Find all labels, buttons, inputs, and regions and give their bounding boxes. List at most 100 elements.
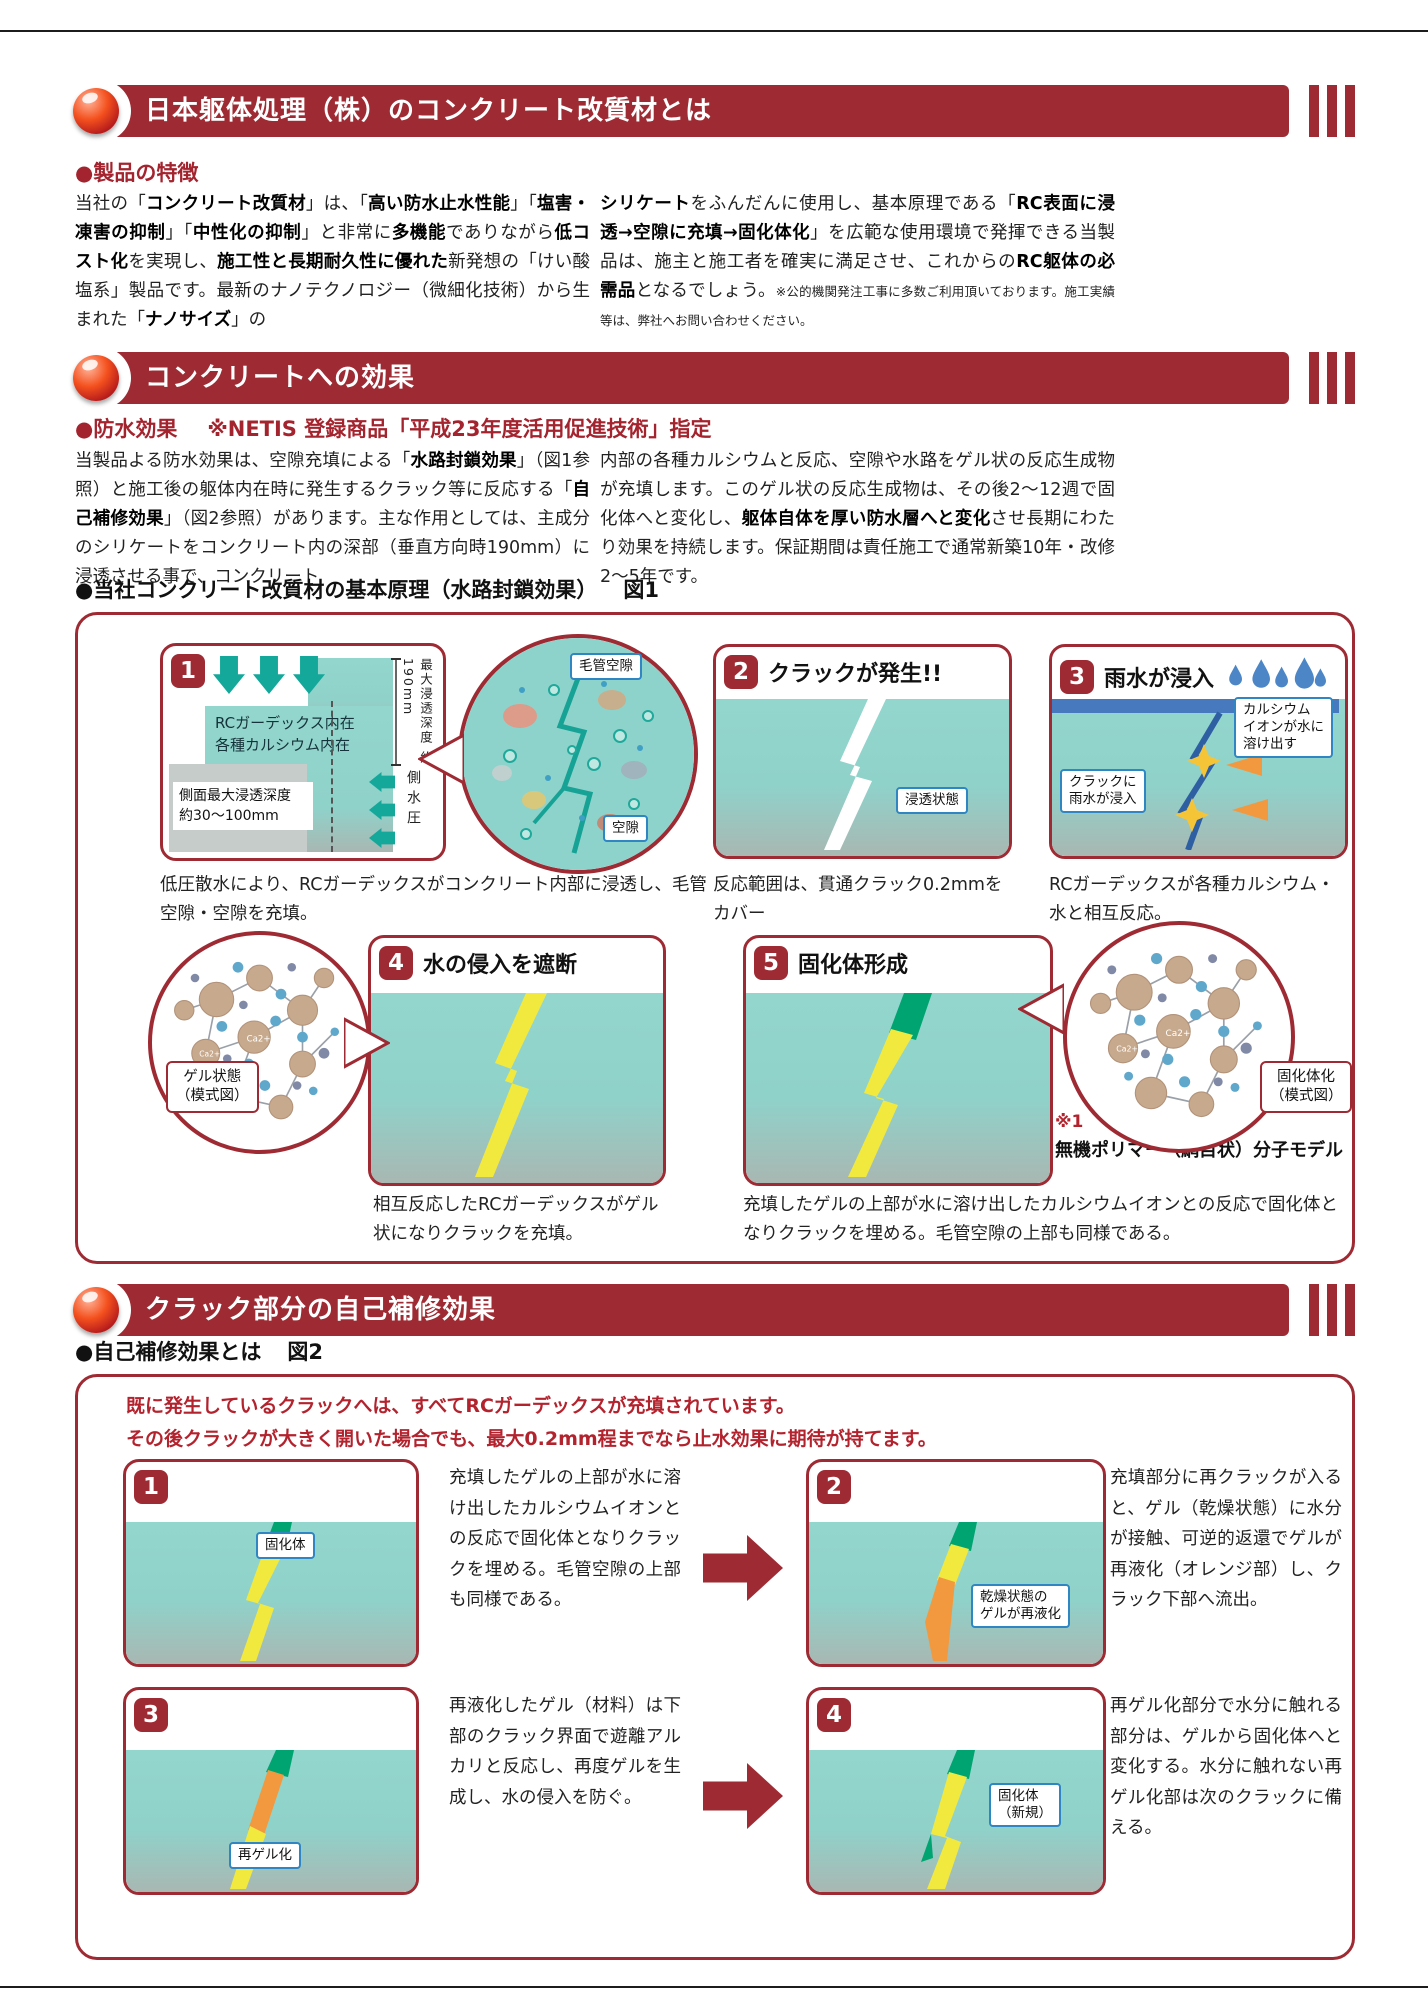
fig1-caption-5: 充填したゲルの上部が水に溶け出したカルシウムイオンとの反応で固化体となりクラック…	[743, 1195, 1338, 1244]
void-label: 空隙	[603, 815, 648, 842]
step-badge: 3	[134, 1698, 168, 1732]
side-depth-label: 側面最大浸透深度 約30〜100mm	[173, 782, 313, 830]
rain-enter-label: クラックに 雨水が浸入	[1060, 769, 1146, 813]
stripe-decoration	[1327, 85, 1337, 137]
fig1-caption-3: RCガーデックスが各種カルシウム・水と相互反応。	[1049, 875, 1335, 924]
new-solid-label: 固化体 （新規）	[989, 1783, 1061, 1827]
features-heading: ●製品の特徴	[75, 161, 199, 185]
step-badge: 3	[1060, 660, 1094, 694]
panel-title: 水の侵入を遮断	[423, 953, 578, 978]
top-rule	[0, 30, 1428, 32]
fig2-panel-2: 2 乾燥状態の ゲルが再液化	[806, 1459, 1106, 1667]
fig2-heading-text: ●自己補修効果とは	[75, 1340, 262, 1364]
step-badge: 4	[817, 1698, 851, 1732]
fig2-heading: ●自己補修効果とは 図2	[75, 1336, 323, 1366]
left-arrow-icon	[369, 828, 395, 848]
fig1-panel-1: 1 RCガーデックス内在 各種カルシウム内在 側面最大浸透深度 約30〜100m…	[160, 643, 446, 861]
features-paragraph-left: 当社の「コンクリート改質材」は、「高い防水止水性能」「塩害・凍害の抑制」「中性化…	[75, 194, 591, 330]
fig1-caption-4: 相互反応したRCガーデックスがゲル状になりクラックを充填。	[373, 1195, 659, 1244]
bottom-rule	[0, 1986, 1428, 1988]
down-arrow-icon	[253, 656, 285, 694]
header-bar	[99, 352, 1289, 404]
header-bar	[99, 85, 1289, 137]
regel-label: 再ゲル化	[229, 1842, 301, 1869]
section-title: 日本躯体処理（株）のコンクリート改質材とは	[145, 96, 713, 126]
capillary-void-label: 毛管空隙	[570, 653, 642, 680]
stripe-decoration	[1345, 1284, 1355, 1336]
waterproof-heading: ●防水効果 ※NETIS 登録商品「平成23年度活用促進技術」指定	[75, 413, 711, 443]
section-title: コンクリートへの効果	[145, 363, 416, 393]
fig2-step2-text: 充填部分に再クラックが入ると、ゲル（乾燥状態）に水分が接触、可逆的返還でゲルが再…	[1110, 1468, 1342, 1610]
section-header-product: 日本躯体処理（株）のコンクリート改質材とは	[69, 80, 1355, 142]
gel-state-zoom-circle	[148, 931, 371, 1154]
step-badge: 2	[817, 1470, 851, 1504]
concrete-block	[809, 1750, 1103, 1892]
stripe-decoration	[1309, 85, 1319, 137]
fig2-panel-1: 1 固化体	[123, 1459, 419, 1667]
concrete-block	[371, 993, 663, 1183]
stripe-decoration	[1345, 352, 1355, 404]
down-arrow-icon	[213, 656, 245, 694]
raindrops-icon	[1229, 657, 1327, 689]
panel-header: 5 固化体形成	[746, 938, 1050, 980]
fig2-step3-text: 再液化したゲル（材料）は下部のクラック界面で遊離アルカリと反応し、再度ゲルを生成…	[449, 1696, 681, 1808]
section-header-effect: コンクリートへの効果	[69, 347, 1355, 409]
next-step-arrow	[703, 1535, 783, 1601]
reliquefy-label: 乾燥状態の ゲルが再液化	[971, 1584, 1070, 1628]
fig1-heading-text: ●当社コンクリート改質材の基本原理（水路封鎖効果）	[75, 578, 598, 602]
fig2-step4-text: 再ゲル化部分で水分に触れる部分は、ゲルから固化体へと変化する。水分に触れない再ゲ…	[1110, 1696, 1342, 1838]
stripe-decoration	[1327, 352, 1337, 404]
panel-title: クラックが発生!!	[768, 662, 943, 687]
header-bar	[99, 1284, 1289, 1336]
stripe-decoration	[1345, 85, 1355, 137]
porous-concrete-illustration	[462, 638, 694, 870]
gel-model-label: ゲル状態 （模式図）	[166, 1061, 259, 1113]
penetration-dashed-line	[331, 701, 333, 852]
fig2-panel-4: 4 固化体 （新規）	[806, 1687, 1106, 1895]
solid-crack-illustration	[848, 993, 932, 1177]
concrete-block	[126, 1750, 416, 1892]
step-badge: 4	[379, 946, 413, 980]
stripe-decoration	[1309, 1284, 1319, 1336]
fig2-intro-line2: その後クラックが大きく開いた場合でも、最大0.2mm程までなら止水効果に期待が持…	[126, 1428, 937, 1450]
fig1-panel-5: 5 固化体形成	[743, 935, 1053, 1186]
waterproof-paragraph-left: 当製品よる防水効果は、空隙充填による「水路封鎖効果」（図1参照）と施工後の躯体内…	[75, 451, 591, 587]
stripe-decoration	[1327, 1284, 1337, 1336]
red-sphere-icon	[73, 1287, 119, 1333]
waterproof-heading-main: ●防水効果	[75, 417, 178, 441]
fig1-caption-1: 低圧散水により、RCガーデックスがコンクリート内部に浸透し、毛管空隙・空隙を充填…	[160, 875, 707, 924]
capillary-zoom-circle	[458, 634, 698, 874]
solid-model-label: 固化体化 （模式図）	[1260, 1061, 1352, 1113]
zoom-pointer-wedge	[344, 1017, 390, 1069]
crack-illustration	[925, 1522, 977, 1661]
fig2-step1-text: 充填したゲルの上部が水に溶け出したカルシウムイオンとの反応で固化体となりクラック…	[449, 1468, 681, 1610]
step-badge: 2	[724, 655, 758, 689]
stripe-decoration	[1309, 352, 1319, 404]
features-paragraph-right: シリケートをふんだんに使用し、基本原理である「RC表面に浸透→空隙に充填→固化体…	[600, 194, 1116, 328]
fig2-label: 図2	[287, 1340, 323, 1364]
figure2-box: 既に発生しているクラックへは、すべてRCガーデックスが充填されています。 その後…	[75, 1374, 1355, 1960]
fig2-intro-line1: 既に発生しているクラックへは、すべてRCガーデックスが充填されています。	[126, 1395, 795, 1417]
next-step-arrow	[703, 1763, 783, 1829]
step-badge: 1	[171, 654, 205, 688]
panel-header: 3 雨水が浸入	[1052, 647, 1345, 699]
figure1-box: 1 RCガーデックス内在 各種カルシウム内在 側面最大浸透深度 約30〜100m…	[75, 612, 1355, 1264]
fig2-panel-3: 3 再ゲル化	[123, 1687, 419, 1895]
zoom-pointer-wedge	[418, 733, 464, 785]
internal-label: RCガーデックス内在 各種カルシウム内在	[215, 714, 355, 754]
depth-label: 最大浸透深度	[418, 658, 433, 745]
side-pressure-label: 側水圧	[405, 770, 421, 830]
solid-molecule-illustration	[1067, 925, 1291, 1149]
waterproof-paragraph-right: 内部の各種カルシウムと反応、空隙や水路をゲル状の反応生成物が充填します。このゲル…	[600, 451, 1116, 587]
waterproof-heading-netis: ※NETIS 登録商品「平成23年度活用促進技術」指定	[207, 417, 712, 441]
panel-header: 4 水の侵入を遮断	[371, 938, 663, 980]
step-badge: 5	[754, 946, 788, 980]
note-mark: ※1	[1055, 1112, 1084, 1132]
fig1-panel-2: 2 クラックが発生!! 浸透状態	[713, 644, 1012, 859]
solidified-zoom-circle	[1063, 921, 1295, 1153]
fig1-label: 図1	[623, 578, 659, 602]
solid-label: 固化体	[256, 1532, 315, 1559]
fig1-panel-4: 4 水の侵入を遮断	[368, 935, 666, 1186]
concrete-block	[746, 993, 1050, 1183]
